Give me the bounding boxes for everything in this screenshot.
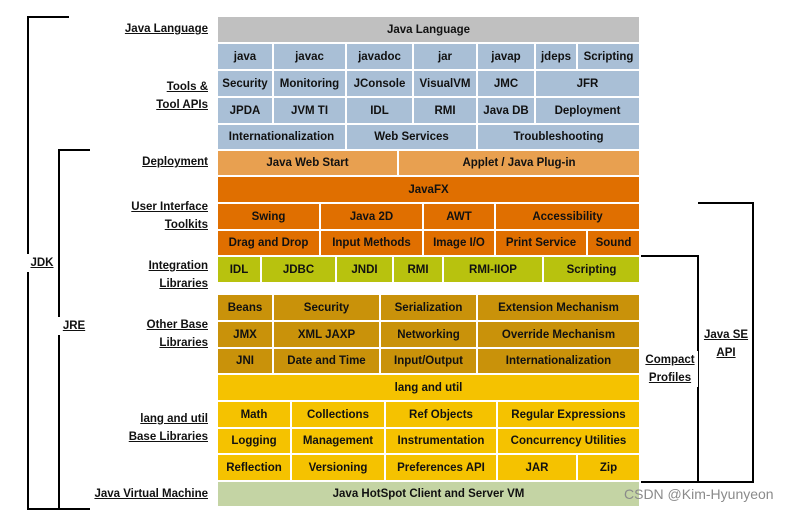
cell-collections: Collections [291, 401, 385, 428]
cell-java-2d: Java 2D [320, 203, 423, 230]
cell-concurrency-utilities: Concurrency Utilities [497, 428, 640, 454]
cell-security: Security [273, 294, 380, 321]
label-javase-line2: API [700, 344, 752, 362]
cell-security-tools: Security [217, 70, 273, 97]
cell-visualvm: VisualVM [413, 70, 477, 97]
label-deployment: Deployment [142, 156, 208, 168]
cell-reflection: Reflection [217, 454, 291, 481]
cell-jdbc: JDBC [261, 256, 336, 283]
watermark: CSDN @Kim-Hyunyeon [624, 486, 774, 502]
compact-profiles-bracket [641, 255, 699, 483]
cell-print-service: Print Service [495, 230, 587, 256]
cell-applet-plugin: Applet / Java Plug-in [398, 150, 640, 176]
cell-management: Management [291, 428, 385, 454]
cell-java: java [217, 43, 273, 70]
label-tools-line1: Tools & [166, 81, 208, 93]
cell-scripting: Scripting [543, 256, 640, 283]
cell-beans: Beans [217, 294, 273, 321]
cell-serialization: Serialization [380, 294, 477, 321]
cell-idl: IDL [217, 256, 261, 283]
cell-jvm-ti: JVM TI [273, 97, 346, 124]
label-base-line1: lang and util [140, 413, 208, 425]
label-tools-line2: Tool APIs [156, 99, 208, 111]
label-javase-line1: Java SE [700, 326, 752, 344]
cell-jconsole: JConsole [346, 70, 413, 97]
cell-scripting-tools: Scripting [577, 43, 640, 70]
cell-image-io: Image I/O [423, 230, 495, 256]
cell-javadoc: javadoc [346, 43, 413, 70]
cell-rmi: RMI [393, 256, 443, 283]
cell-jfr: JFR [535, 70, 640, 97]
cell-deployment-tools: Deployment [535, 97, 640, 124]
cell-troubleshooting: Troubleshooting [477, 124, 640, 150]
cell-ref-objects: Ref Objects [385, 401, 497, 428]
cell-logging: Logging [217, 428, 291, 454]
cell-internationalization: Internationalization [477, 348, 640, 374]
cell-instrumentation: Instrumentation [385, 428, 497, 454]
cell-drag-and-drop: Drag and Drop [217, 230, 320, 256]
cell-date-and-time: Date and Time [273, 348, 380, 374]
cell-rmi-tools: RMI [413, 97, 477, 124]
cell-lang-and-util: lang and util [217, 374, 640, 401]
label-ui-line1: User Interface [131, 201, 208, 213]
java-se-api-bracket [698, 202, 754, 483]
cell-javac: javac [273, 43, 346, 70]
cell-xml-jaxp: XML JAXP [273, 321, 380, 348]
cell-jpda: JPDA [217, 97, 273, 124]
cell-java-web-start: Java Web Start [217, 150, 398, 176]
cell-javafx: JavaFX [217, 176, 640, 203]
cell-preferences-api: Preferences API [385, 454, 497, 481]
cell-java-db: Java DB [477, 97, 535, 124]
cell-internationalization-tools: Internationalization [217, 124, 346, 150]
label-compact-line1: Compact [642, 351, 698, 369]
cell-input-output: Input/Output [380, 348, 477, 374]
label-jvm: Java Virtual Machine [94, 488, 208, 500]
label-integration-line2: Libraries [159, 278, 208, 290]
cell-regular-expressions: Regular Expressions [497, 401, 640, 428]
cell-math: Math [217, 401, 291, 428]
label-integration-line1: Integration [148, 260, 208, 272]
cell-accessibility: Accessibility [495, 203, 640, 230]
cell-input-methods: Input Methods [320, 230, 423, 256]
cell-sound: Sound [587, 230, 640, 256]
cell-monitoring: Monitoring [273, 70, 346, 97]
cell-jdeps: jdeps [535, 43, 577, 70]
cell-awt: AWT [423, 203, 495, 230]
cell-override-mechanism: Override Mechanism [477, 321, 640, 348]
cell-networking: Networking [380, 321, 477, 348]
label-ui-line2: Toolkits [164, 219, 208, 231]
cell-jvm: Java HotSpot Client and Server VM [217, 481, 640, 507]
cell-idl-tools: IDL [346, 97, 413, 124]
label-compact-line2: Profiles [642, 369, 698, 387]
cell-rmi-iiop: RMI-IIOP [443, 256, 543, 283]
label-jdk: JDK [26, 254, 58, 272]
cell-java-language: Java Language [217, 16, 640, 43]
label-jre: JRE [58, 317, 90, 335]
cell-jmx: JMX [217, 321, 273, 348]
cell-jndi: JNDI [336, 256, 393, 283]
cell-versioning: Versioning [291, 454, 385, 481]
cell-web-services: Web Services [346, 124, 477, 150]
cell-swing: Swing [217, 203, 320, 230]
cell-zip: Zip [577, 454, 640, 481]
cell-javap: javap [477, 43, 535, 70]
label-java-language: Java Language [124, 23, 208, 35]
cell-extension-mechanism: Extension Mechanism [477, 294, 640, 321]
cell-jar-lib: JAR [497, 454, 577, 481]
label-base-line2: Base Libraries [128, 431, 208, 443]
cell-jar: jar [413, 43, 477, 70]
label-other-line1: Other Base [146, 319, 208, 331]
cell-jni: JNI [217, 348, 273, 374]
cell-jmc: JMC [477, 70, 535, 97]
label-other-line2: Libraries [159, 337, 208, 349]
